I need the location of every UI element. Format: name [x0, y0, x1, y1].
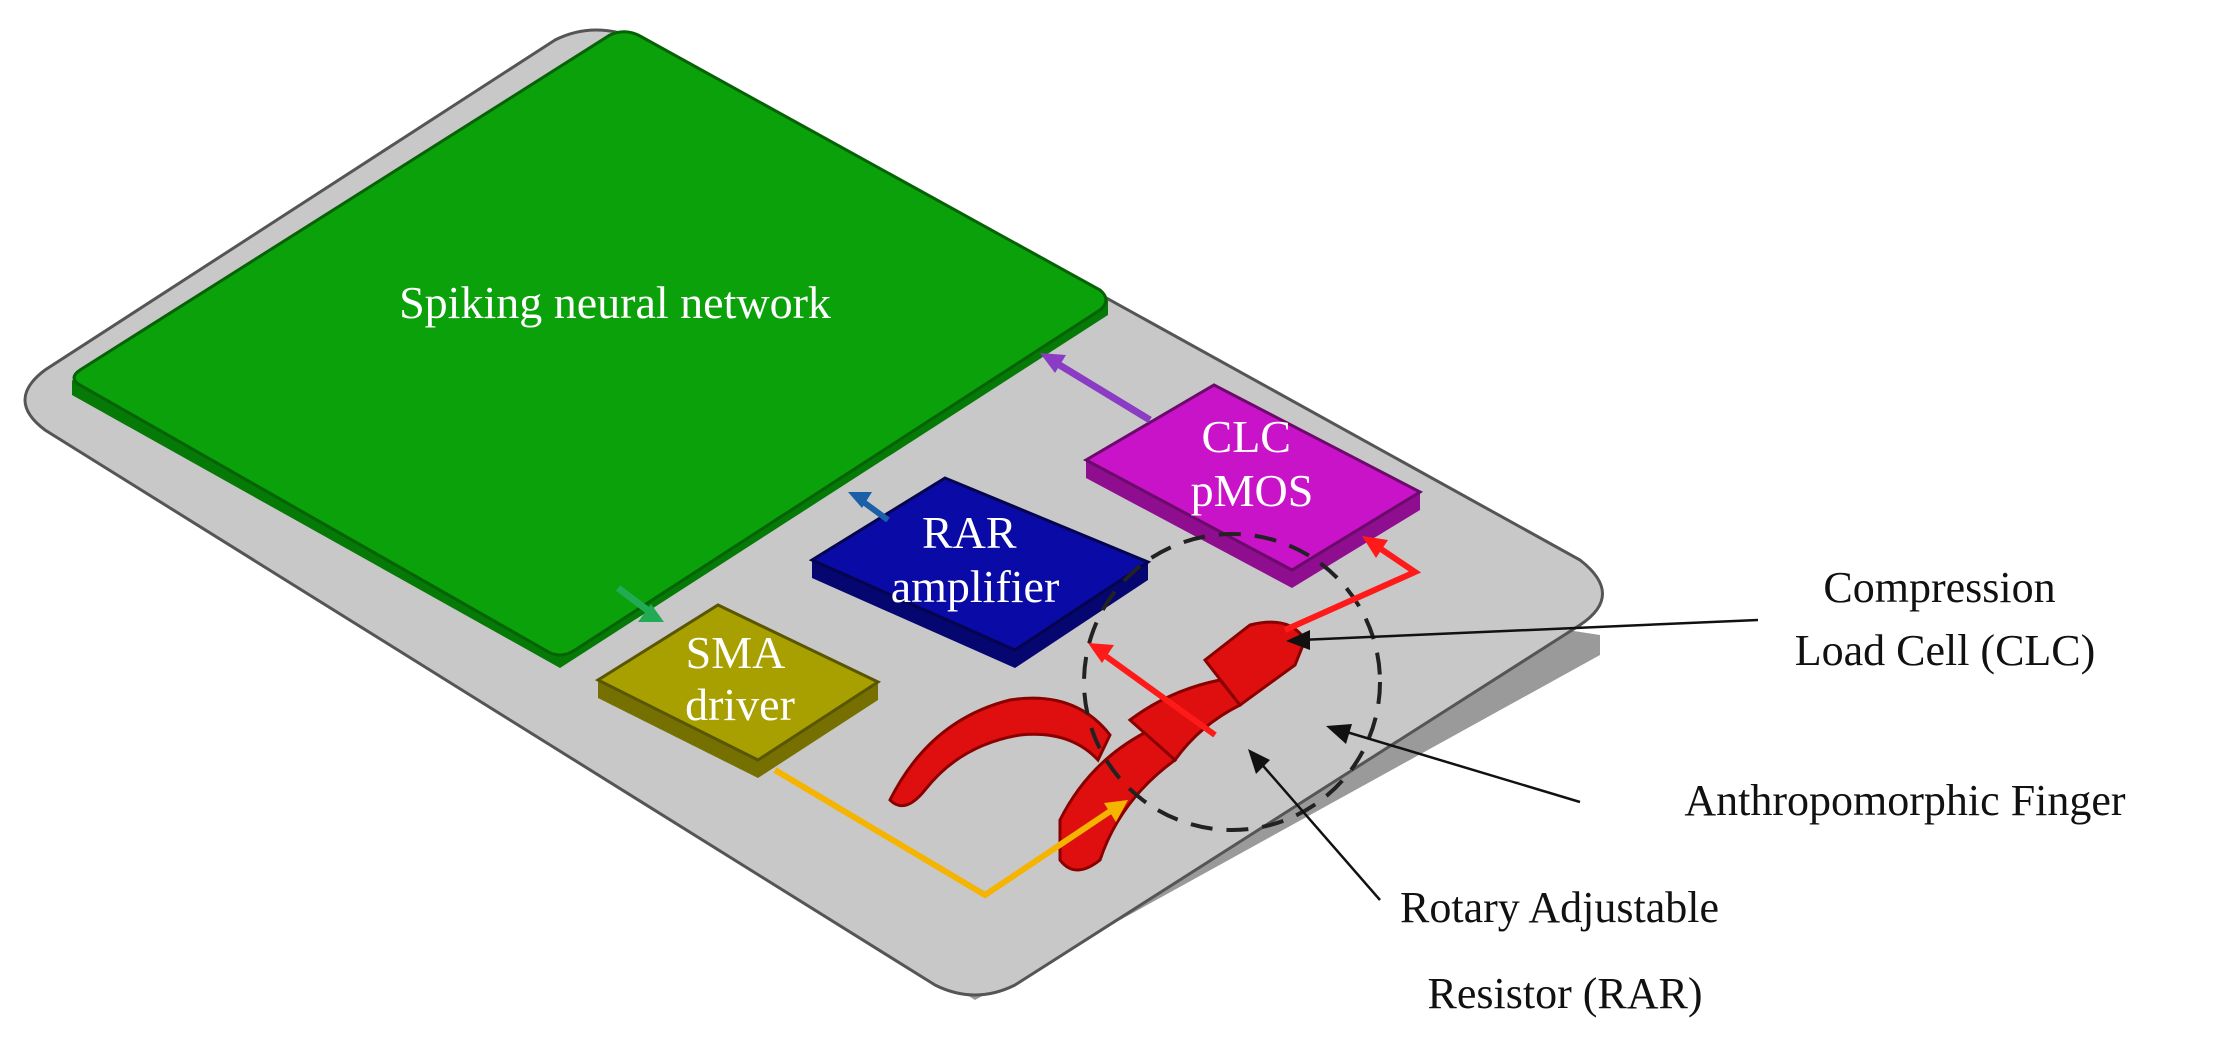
- arrow-sma-signal: [773, 767, 1117, 899]
- rar-amplifier-line-2: amplifier: [891, 561, 1060, 612]
- arrow-snn-to-sma: [615, 585, 653, 615]
- callout-head-clc: [1286, 630, 1310, 650]
- snn-module-top: [72, 30, 1108, 657]
- callout-rar-label: Rotary Adjustable Resistor (RAR): [1400, 883, 1730, 1018]
- callout-clc-line-2: Load Cell (CLC): [1795, 626, 2096, 675]
- snn-module-label: Spiking neural network: [399, 277, 831, 328]
- callout-rar-line-2: Resistor (RAR): [1428, 969, 1703, 1018]
- sma-driver-line-2: driver: [685, 679, 795, 730]
- rar-amplifier-line-1: RAR: [922, 507, 1017, 558]
- callout-line-rar: [1257, 759, 1381, 901]
- callout-head-finger: [1326, 724, 1352, 744]
- finger-lower-segment: [1058, 728, 1178, 872]
- sma-driver-module-label: SMA driver: [685, 627, 795, 730]
- snn-module: Spiking neural network: [72, 30, 1108, 668]
- clc-pmos-module-label: CLC pMOS: [1191, 411, 1314, 516]
- arrow-rar-signal-head: [1088, 643, 1114, 663]
- rar-amplifier-module-top: [808, 476, 1152, 652]
- callout-line-finger: [1339, 728, 1581, 804]
- rar-amplifier-module-side: [812, 560, 1148, 668]
- rar-amplifier-module: RAR amplifier: [808, 476, 1152, 668]
- arrow-sma-signal-head: [1104, 800, 1128, 822]
- callout-clc-label: Compression Load Cell (CLC): [1795, 563, 2096, 675]
- arrow-clc-to-snn: [1046, 355, 1152, 423]
- arrow-rar-to-snn-head: [848, 492, 872, 508]
- clc-pmos-line-1: CLC: [1202, 411, 1291, 462]
- callout-lines: [1248, 618, 1759, 901]
- arrow-rar-signal: [1098, 649, 1217, 738]
- sma-driver-module-top: [594, 603, 882, 762]
- arrow-clc-signal: [1283, 542, 1422, 633]
- sma-driver-module-side: [598, 680, 878, 778]
- rar-amplifier-module-label: RAR amplifier: [891, 507, 1060, 612]
- signal-arrows: [615, 353, 1422, 899]
- sensor-highlight-circle: [1082, 532, 1382, 832]
- sma-driver-line-1: SMA: [686, 627, 785, 678]
- finger-base-segment: [888, 696, 1112, 808]
- callout-clc-line-1: Compression: [1823, 563, 2055, 612]
- callout-line-clc: [1299, 618, 1759, 642]
- clc-pmos-module-side: [1086, 460, 1420, 588]
- callout-finger-label: Anthropomorphic Finger: [1684, 776, 2126, 825]
- arrow-snn-to-sma-head: [638, 604, 664, 622]
- callout-rar-line-1: Rotary Adjustable: [1400, 883, 1719, 932]
- arrow-clc-signal-head: [1362, 536, 1388, 558]
- callout-finger-line-1: Anthropomorphic Finger: [1684, 776, 2126, 825]
- sma-driver-module: SMA driver: [594, 603, 882, 778]
- arrow-clc-to-snn-head: [1040, 353, 1066, 373]
- clc-pmos-line-2: pMOS: [1191, 465, 1314, 516]
- callout-head-rar: [1248, 749, 1270, 774]
